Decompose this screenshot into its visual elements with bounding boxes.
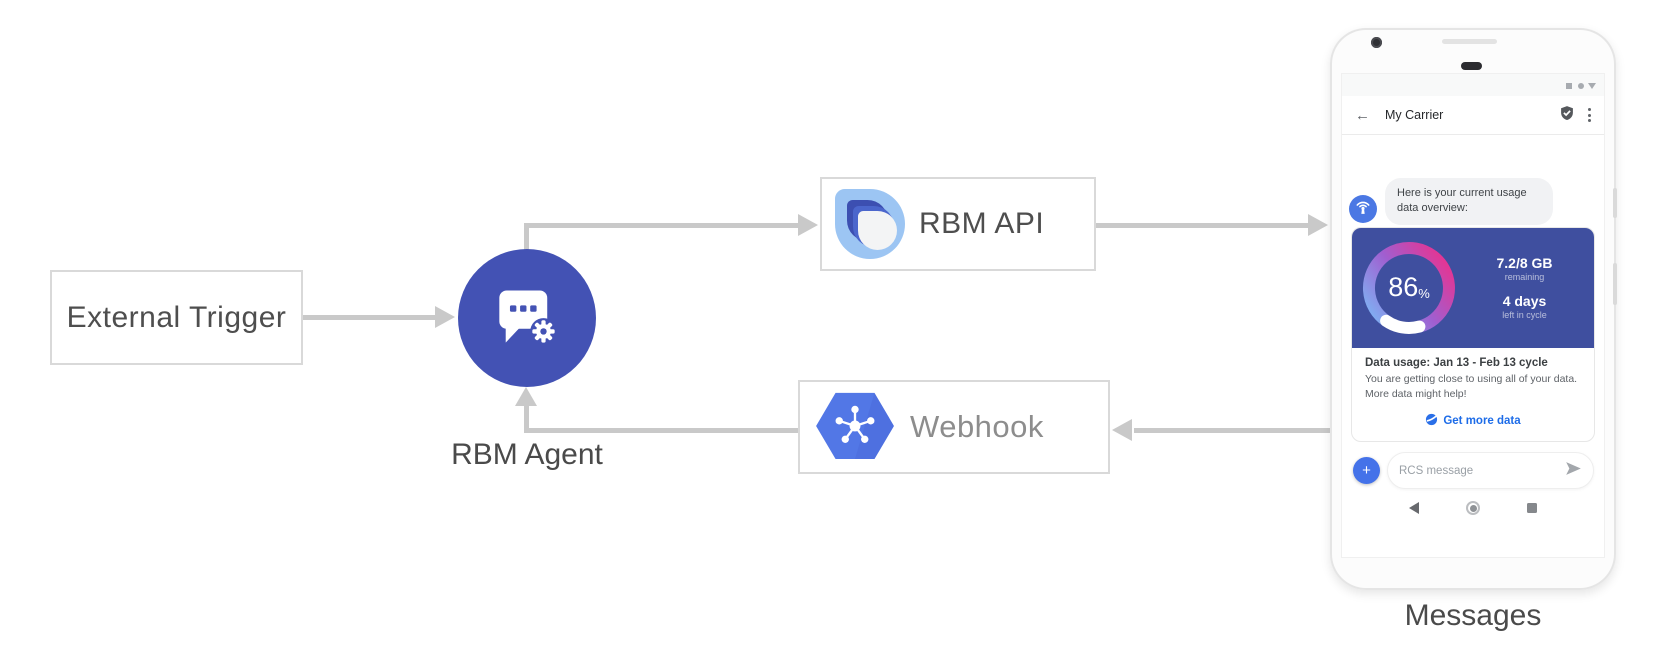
days-label: left in cycle — [1502, 310, 1547, 321]
gauge-percent: 86 % — [1388, 272, 1430, 303]
get-more-data-action[interactable]: Get more data — [1365, 413, 1581, 429]
usage-stats: 7.2/8 GB remaining 4 days left in cycle — [1461, 255, 1594, 320]
status-square-icon — [1566, 83, 1572, 89]
power-button — [1613, 188, 1617, 218]
arrow-phone-to-webhook — [1134, 428, 1330, 433]
arrow-trigger-to-agent — [303, 315, 435, 320]
status-bar — [1342, 74, 1604, 96]
rbm-api-label: RBM API — [919, 207, 1045, 240]
usage-card-text-line2: More data might help! — [1365, 388, 1467, 400]
agent-message-row: Here is your current usage data overview… — [1342, 178, 1604, 225]
arrow-webhook-to-agent-vertical — [524, 406, 529, 433]
external-trigger-label: External Trigger — [66, 300, 287, 334]
rbm-api-box: RBM API — [820, 177, 1096, 271]
conversation-area: Here is your current usage data overview… — [1342, 135, 1604, 516]
usage-card-hero: 86 % 7.2/8 GB remaining 4 days left in c… — [1352, 227, 1594, 348]
android-nav-bar — [1342, 501, 1604, 516]
phone-mockup: ← My Carrier — [1330, 28, 1617, 590]
rbm-api-logo-icon — [835, 189, 905, 259]
overflow-menu-icon[interactable] — [1588, 108, 1591, 122]
compose-bar: + — [1353, 452, 1594, 490]
rbm-agent-label: RBM Agent — [451, 438, 603, 471]
antenna-broadcast-icon — [1353, 196, 1373, 221]
phone-screen: ← My Carrier — [1341, 73, 1605, 558]
external-trigger-box: External Trigger — [50, 270, 303, 365]
remaining-value: 7.2/8 GB — [1496, 255, 1553, 272]
verified-shield-icon — [1559, 105, 1575, 126]
arrowhead-api-to-phone — [1308, 214, 1328, 236]
messages-caption: Messages — [1404, 599, 1542, 632]
earpiece — [1461, 62, 1482, 70]
arrow-agent-to-api-horizontal — [524, 223, 798, 228]
arrowhead-agent-to-api — [798, 214, 818, 236]
nav-recents-icon[interactable] — [1527, 503, 1537, 514]
message-bubble: Here is your current usage data overview… — [1385, 178, 1553, 225]
arrowhead-trigger-to-agent — [435, 306, 455, 328]
app-bar: ← My Carrier — [1342, 96, 1604, 135]
usage-card-title: Data usage: Jan 13 - Feb 13 cycle — [1365, 356, 1548, 369]
usage-card-body: Data usage: Jan 13 - Feb 13 cycle You ar… — [1352, 348, 1594, 441]
nav-back-icon[interactable] — [1409, 502, 1419, 515]
front-camera-icon — [1371, 37, 1382, 48]
speaker-slot — [1442, 39, 1497, 44]
webhook-label: Webhook — [910, 409, 1044, 444]
usage-card-text-line1: You are getting close to using all of yo… — [1365, 372, 1578, 385]
remaining-label: remaining — [1504, 272, 1545, 283]
attach-plus-button[interactable]: + — [1353, 457, 1380, 485]
arrowhead-phone-to-webhook — [1112, 419, 1132, 441]
back-arrow-icon[interactable]: ← — [1355, 106, 1370, 124]
get-more-data-label: Get more data — [1443, 415, 1521, 428]
arrowhead-webhook-to-agent — [515, 387, 537, 406]
arrow-webhook-to-agent-horizontal — [524, 428, 798, 433]
send-icon[interactable] — [1565, 461, 1582, 481]
cloud-hexagon-icon — [815, 389, 895, 466]
status-circle-icon — [1578, 83, 1584, 89]
carrier-avatar — [1349, 194, 1377, 223]
conversation-title: My Carrier — [1385, 108, 1444, 122]
days-value: 4 days — [1502, 293, 1547, 310]
volume-button — [1613, 263, 1617, 305]
nav-home-icon[interactable] — [1466, 501, 1480, 516]
arrow-api-to-phone — [1096, 223, 1308, 228]
arrow-agent-to-api-vertical — [524, 225, 529, 251]
usage-rich-card: 86 % 7.2/8 GB remaining 4 days left in c… — [1351, 226, 1595, 443]
message-input-pill — [1387, 452, 1594, 490]
chat-bubble-gear-icon — [494, 283, 560, 354]
globe-data-icon — [1425, 413, 1438, 429]
webhook-box: Webhook — [798, 380, 1110, 474]
usage-donut-gauge: 86 % — [1357, 236, 1461, 340]
status-triangle-icon — [1588, 83, 1596, 89]
rcs-message-input[interactable] — [1399, 464, 1565, 477]
rbm-agent-node — [458, 249, 596, 387]
